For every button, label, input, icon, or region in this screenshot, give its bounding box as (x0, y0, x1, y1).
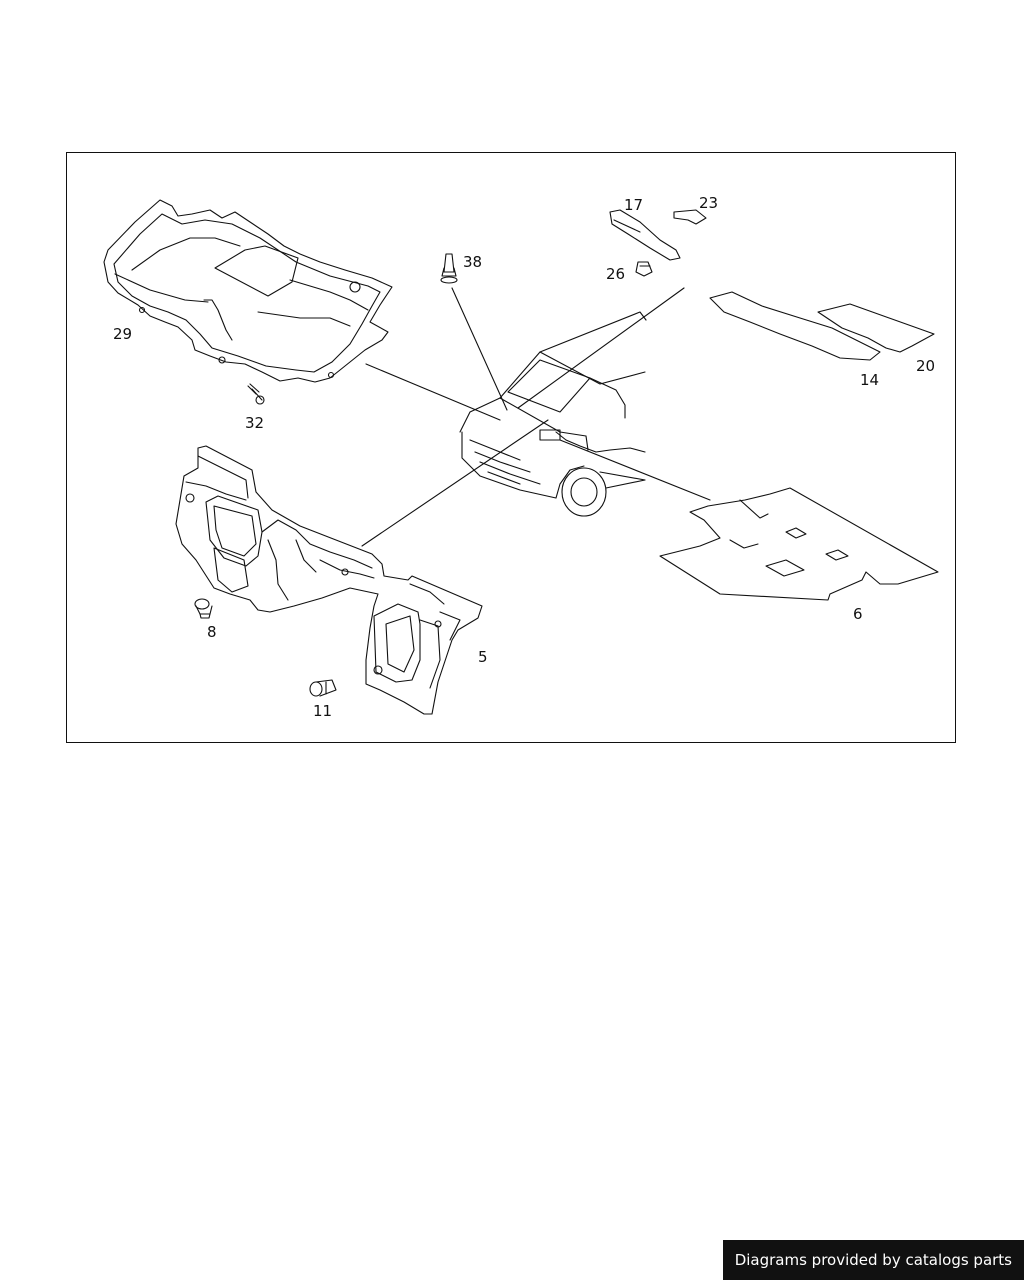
label-part-6: 6 (853, 605, 863, 623)
label-part-17: 17 (624, 196, 643, 214)
van-outline (459, 311, 647, 517)
diagram-credit-badge: Diagrams provided by catalogs parts (722, 1240, 1024, 1280)
leader-lines (361, 287, 711, 547)
label-part-29: 29 (113, 325, 132, 343)
label-part-38: 38 (463, 253, 482, 271)
label-part-32: 32 (245, 414, 264, 432)
label-part-5: 5 (478, 648, 488, 666)
diagram-frame (66, 152, 956, 743)
screw-32-icon (247, 383, 265, 405)
strip-17 (609, 209, 681, 261)
pad-23 (673, 209, 707, 225)
pad-20 (817, 303, 935, 353)
label-part-20: 20 (916, 357, 935, 375)
strip-14 (709, 291, 881, 361)
part-number-labels: 29 32 38 17 23 26 14 20 6 5 8 11 (113, 194, 935, 720)
label-part-23: 23 (699, 194, 718, 212)
label-part-26: 26 (606, 265, 625, 283)
label-part-14: 14 (860, 371, 879, 389)
clip-26-icon (635, 261, 653, 277)
bulkhead-insulation-5 (175, 445, 483, 715)
label-part-11: 11 (313, 702, 332, 720)
floor-mat-6 (659, 487, 939, 601)
clip-38-icon (440, 253, 458, 284)
grommet-8-icon (194, 598, 213, 619)
label-part-8: 8 (207, 623, 217, 641)
plug-11-icon (309, 679, 337, 697)
hood-insulation-pad (103, 199, 393, 383)
